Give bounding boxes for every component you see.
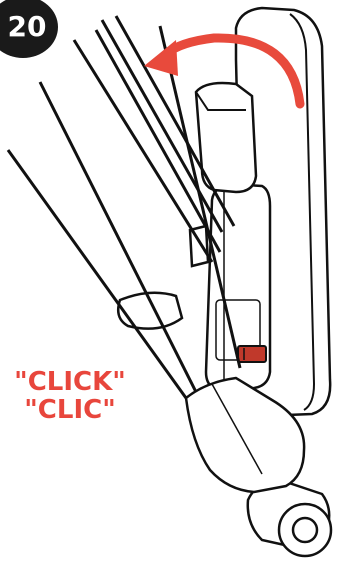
red-latch <box>238 346 266 362</box>
sound-label-fr: "CLIC" <box>10 396 130 424</box>
wheel <box>248 481 331 556</box>
sound-label-en: "CLICK" <box>10 368 130 396</box>
frame-tubes <box>8 16 240 398</box>
click-sound-label: "CLICK" "CLIC" <box>10 368 130 424</box>
